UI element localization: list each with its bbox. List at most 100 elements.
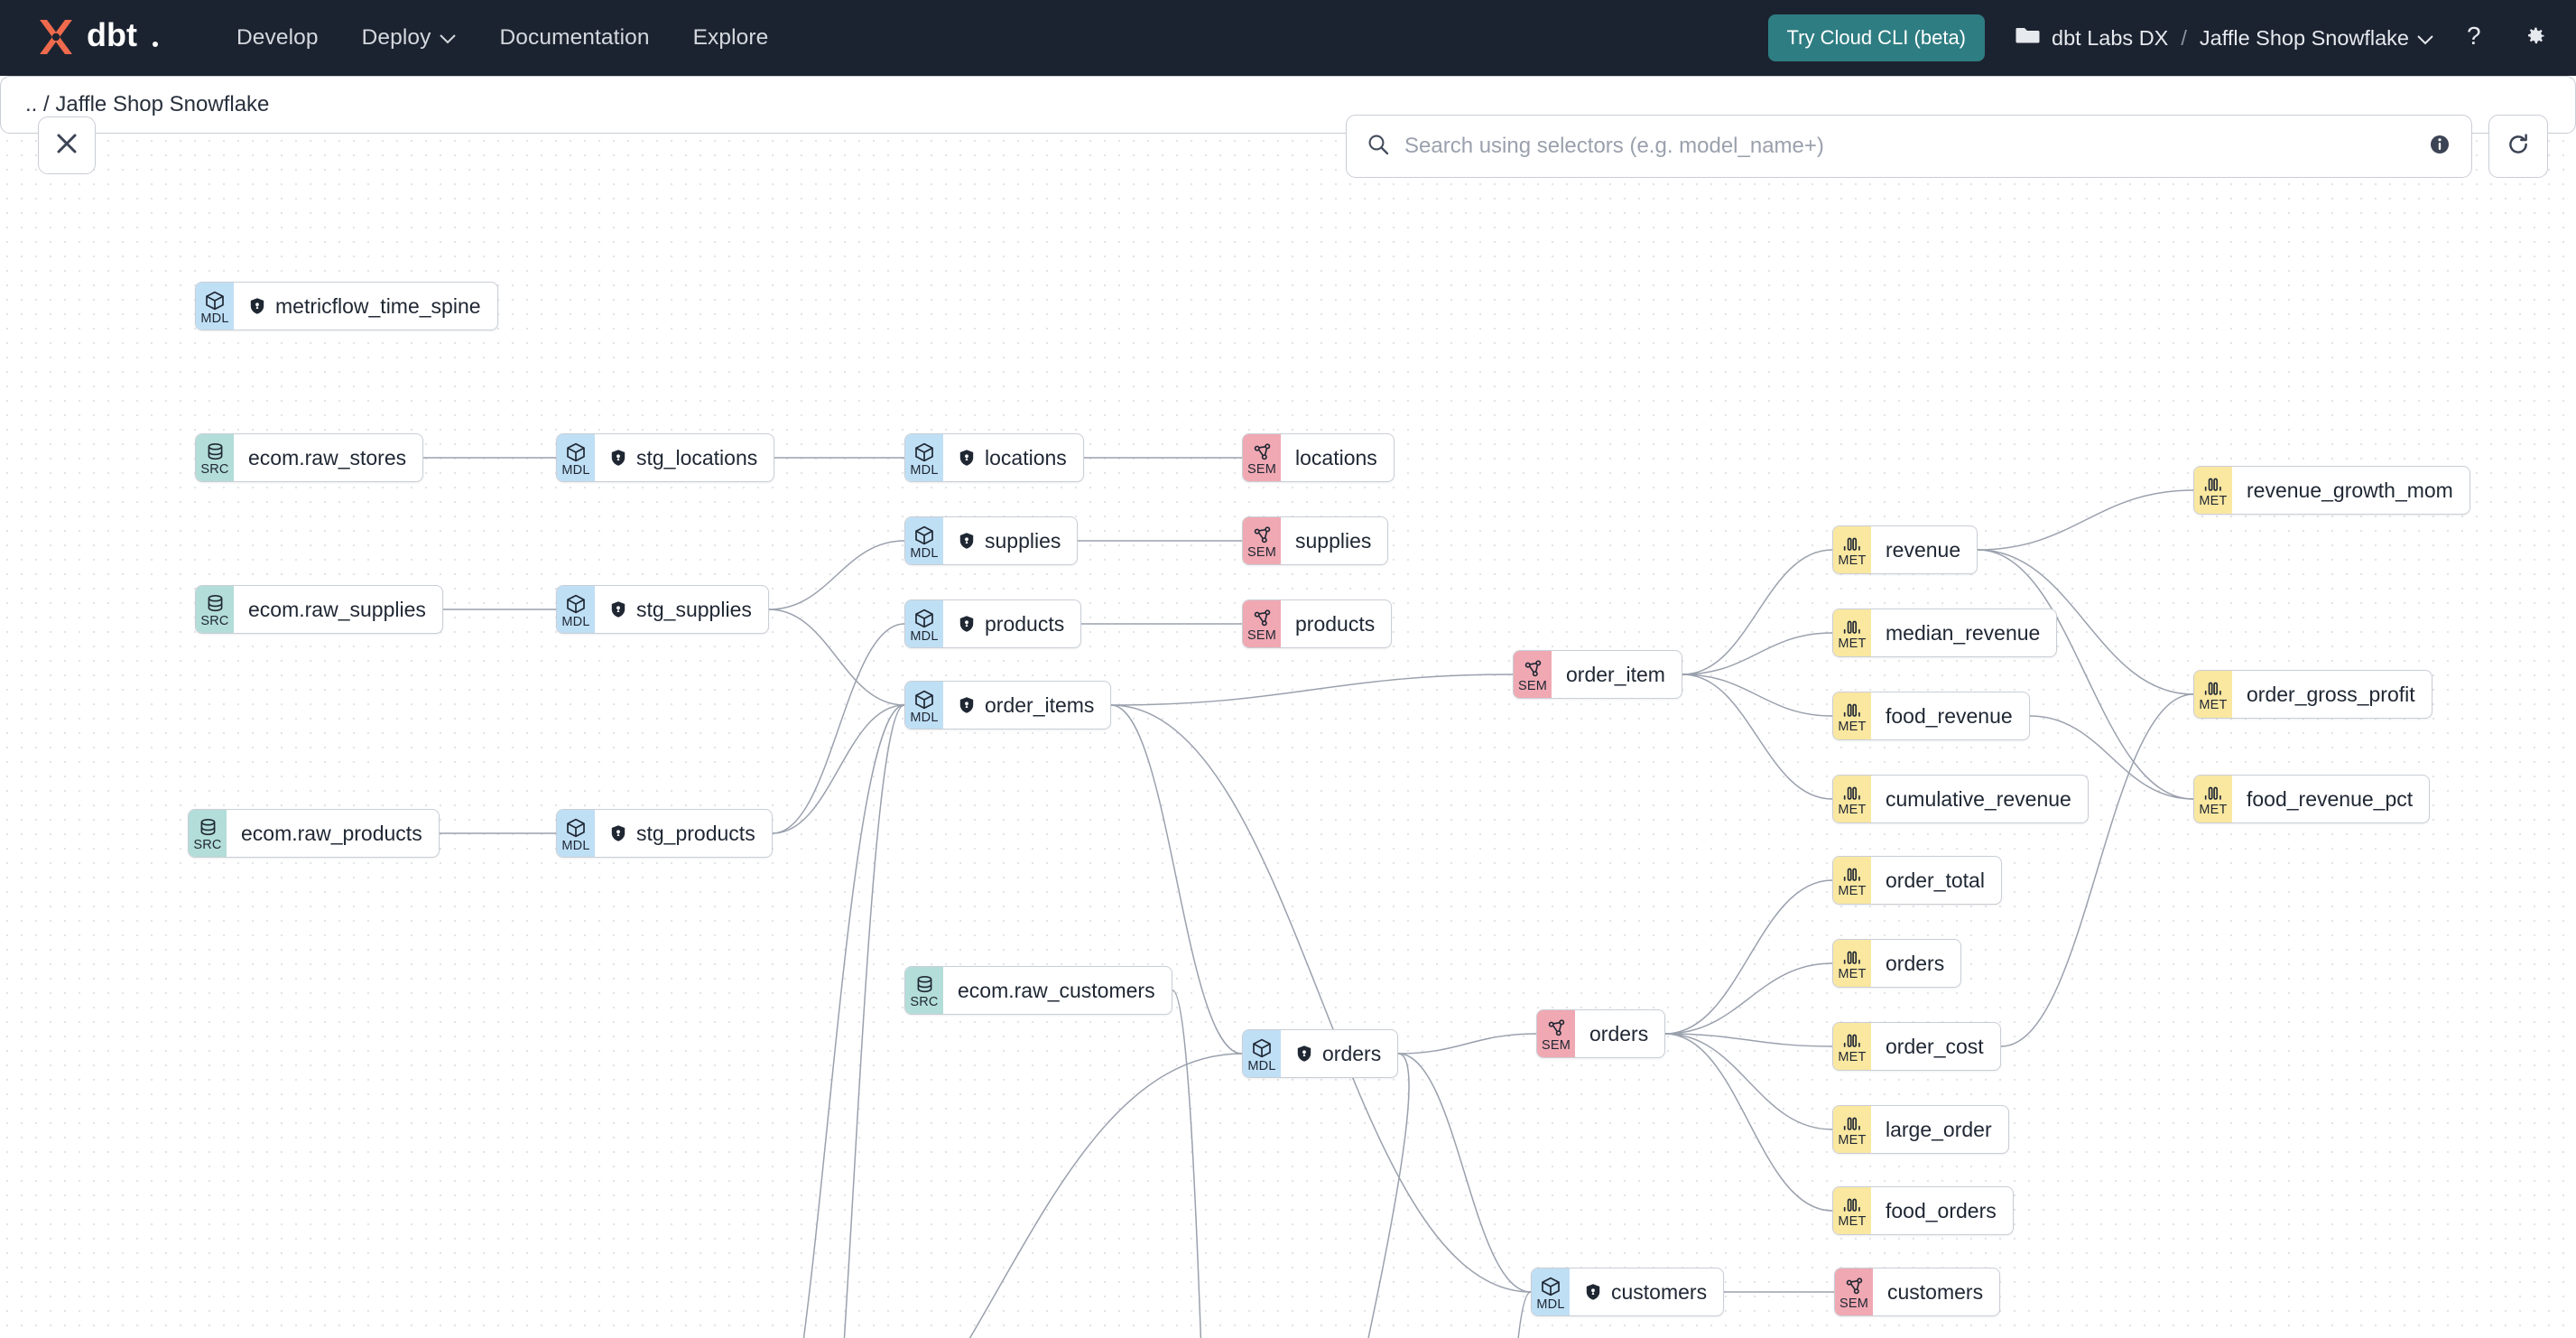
graph-node-met_orders[interactable]: MET orders [1832, 939, 1962, 988]
node-type-code: MET [1838, 553, 1867, 568]
svg-text:dbt: dbt [87, 18, 137, 53]
question-mark-icon: ? [2463, 22, 2487, 54]
node-type-code: MDL [910, 545, 939, 561]
bar-chart-icon: MET [1833, 526, 1871, 573]
graph-edge [1682, 632, 1833, 675]
gear-icon [2522, 23, 2547, 53]
node-body: orders [1871, 940, 1960, 987]
graph-edge [1397, 1033, 1537, 1055]
graph-edge [1664, 962, 1833, 1035]
lineage-edges-layer [423, 457, 2194, 1338]
graph-node-ecom_raw_products[interactable]: SRC ecom.raw_products [188, 809, 440, 858]
node-body: supplies [943, 517, 1077, 564]
account-name[interactable]: dbt Labs DX [2052, 25, 2169, 50]
project-selector[interactable]: Jaffle Shop Snowflake [2200, 26, 2433, 51]
node-body: locations [943, 434, 1083, 481]
node-label: orders [1589, 1021, 1649, 1045]
cube-icon: MDL [905, 517, 943, 564]
graph-edge [1397, 1053, 1532, 1293]
dbt-wordmark: dbt [87, 16, 162, 59]
node-body: revenue_growth_mom [2232, 467, 2469, 514]
graph-edge [2029, 715, 2194, 800]
node-label: ecom.raw_stores [248, 445, 407, 469]
nav-link-explore[interactable]: Explore [672, 16, 791, 60]
node-body: median_revenue [1871, 609, 2056, 656]
node-body: stg_products [595, 810, 772, 857]
node-body: ecom.raw_supplies [234, 586, 442, 633]
graph-edge [968, 1053, 1243, 1338]
node-type-code: SRC [193, 838, 222, 852]
node-type-code: MET [1838, 1214, 1867, 1229]
shield-icon [609, 824, 627, 842]
bar-chart-icon: MET [1833, 1106, 1871, 1153]
search-input[interactable] [1404, 134, 2414, 159]
cube-icon: MDL [905, 682, 943, 729]
node-label: stg_products [636, 821, 755, 845]
bar-chart-icon: MET [2194, 776, 2232, 822]
info-icon[interactable] [2428, 133, 2451, 161]
node-body: order_total [1871, 857, 2001, 904]
graph-edge [768, 540, 905, 610]
refresh-graph-button[interactable] [2488, 115, 2548, 178]
nav-link-deploy[interactable]: Deploy [340, 16, 478, 60]
node-type-code: MET [1838, 967, 1867, 981]
node-type-code: SEM [1246, 628, 1277, 643]
graph-icon: SEM [1514, 651, 1552, 698]
node-label: customers [1887, 1279, 1984, 1304]
shield-icon [609, 449, 627, 467]
graph-node-sem_orders[interactable]: SEM orders [1536, 1009, 1666, 1058]
nav-link-develop[interactable]: Develop [215, 16, 340, 60]
graph-icon: SEM [1537, 1010, 1575, 1057]
try-cloud-cli-button[interactable]: Try Cloud CLI (beta) [1767, 14, 1986, 61]
graph-edge [1367, 1053, 1410, 1338]
dbt-logo[interactable]: dbt [32, 14, 162, 61]
node-label: food_revenue [1886, 703, 2013, 728]
graph-edge [843, 704, 905, 1338]
bar-chart-icon: MET [1833, 776, 1871, 822]
shield-icon [248, 297, 266, 315]
help-button[interactable]: ? [2457, 20, 2493, 56]
database-icon: SRC [905, 967, 943, 1014]
nav-link-documentation-label: Documentation [499, 25, 650, 50]
node-body: ecom.raw_products [227, 810, 439, 857]
account-project-breadcrumb: dbt Labs DX / Jaffle Shop Snowflake [2015, 24, 2433, 51]
close-lineage-button[interactable] [38, 116, 96, 174]
node-label: order_total [1886, 868, 1985, 892]
node-label: stg_locations [636, 445, 758, 469]
node-body: food_revenue_pct [2232, 776, 2429, 822]
search-bar[interactable] [1346, 115, 2472, 178]
shield-icon [958, 449, 976, 467]
settings-button[interactable] [2516, 20, 2553, 56]
nav-link-documentation[interactable]: Documentation [477, 16, 671, 60]
